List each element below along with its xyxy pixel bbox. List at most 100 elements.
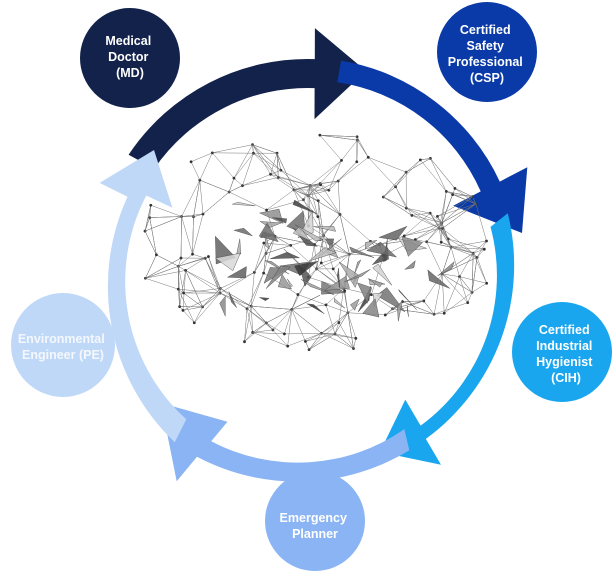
mesh-line [316, 253, 350, 270]
mesh-line [385, 300, 424, 316]
mesh-line [244, 308, 248, 342]
mesh-line [182, 292, 221, 311]
mesh-node [453, 187, 457, 190]
mesh-line [246, 308, 274, 331]
mesh-line [415, 239, 452, 248]
hand-facet [265, 265, 291, 289]
mesh-line [450, 247, 460, 277]
mesh-line [144, 217, 150, 232]
mesh-node [439, 240, 443, 244]
mesh-node [485, 281, 489, 285]
hand-facet [291, 294, 321, 310]
mesh-line [459, 276, 487, 284]
mesh-line [353, 338, 357, 349]
mesh-line [395, 159, 421, 187]
mesh-line [368, 157, 407, 173]
mesh-node [289, 243, 293, 247]
mesh-line [307, 244, 315, 278]
mesh-line [452, 194, 473, 197]
mesh-line [263, 236, 276, 274]
mesh-line [193, 213, 204, 218]
mesh-line [309, 185, 319, 217]
mesh-line [319, 134, 358, 141]
mesh-line [415, 222, 442, 240]
mesh-line [242, 169, 281, 186]
mesh-line [266, 189, 294, 211]
mesh-line [253, 152, 282, 171]
mesh-line [452, 194, 476, 205]
mesh-line [476, 249, 485, 258]
mesh-line [149, 205, 152, 218]
mesh-line [471, 283, 487, 293]
mesh-line [404, 222, 442, 237]
mesh-line [192, 216, 194, 255]
hand-facet [364, 240, 378, 250]
hand-facet [287, 278, 293, 287]
mesh-line [252, 322, 267, 333]
mesh-node [451, 193, 455, 196]
hand-facet [376, 287, 406, 313]
mesh-node [402, 234, 406, 238]
mesh-line [192, 253, 206, 259]
hand-facet [378, 225, 408, 241]
mesh-line [308, 333, 322, 350]
mesh-line [182, 306, 203, 311]
mesh-node [383, 313, 387, 317]
hand-facet [226, 266, 247, 279]
hand-facet [292, 226, 311, 242]
mesh-node [485, 239, 488, 243]
mesh-line [338, 312, 349, 323]
mesh-line [276, 153, 279, 178]
mesh-line [233, 144, 253, 179]
mesh-line [252, 144, 279, 178]
mesh-line [212, 144, 253, 154]
mesh-line [337, 180, 341, 215]
mesh-node [243, 340, 246, 344]
mesh-node [340, 158, 343, 162]
node-label-csp: Certified Safety Professional (CSP) [448, 23, 527, 85]
mesh-line [250, 272, 255, 307]
mesh-line [383, 196, 407, 209]
mesh-node [262, 271, 266, 275]
mesh-line [229, 185, 243, 193]
mesh-node [337, 321, 341, 324]
mesh-line [448, 238, 474, 254]
mesh-line [473, 248, 485, 254]
mesh-line [347, 312, 354, 349]
mesh-line [426, 228, 440, 242]
mesh-line [183, 288, 221, 294]
mesh-line [357, 140, 369, 158]
mesh-line [383, 171, 407, 198]
mesh-line [193, 180, 201, 217]
mesh-node [343, 289, 347, 293]
hand-facet [353, 259, 362, 276]
mesh-line [339, 214, 350, 255]
hand-facet [294, 224, 324, 242]
mesh-line [321, 322, 339, 334]
mesh-line [430, 158, 456, 189]
hand-facet [437, 260, 455, 276]
arrow-cih-to-planner [380, 213, 515, 465]
mesh-line [202, 292, 221, 308]
mesh-line [252, 144, 271, 175]
hand-facet [300, 279, 335, 295]
mesh-line [178, 257, 182, 267]
mesh-node [262, 241, 266, 245]
hand-facet [362, 298, 380, 318]
mesh-line [291, 304, 327, 310]
mesh-line [278, 177, 309, 196]
mesh-line [284, 309, 293, 335]
node-circle-md [80, 8, 180, 108]
mesh-line [321, 312, 349, 334]
mesh-line [144, 216, 182, 232]
mesh-line [191, 152, 213, 162]
hand-facet [336, 268, 340, 289]
mesh-line [442, 273, 460, 277]
hand-facet [334, 297, 346, 309]
mesh-line [291, 309, 306, 342]
mesh-line [270, 153, 278, 175]
mesh-line [250, 272, 264, 307]
mesh-line [334, 322, 340, 334]
mesh-line [252, 144, 254, 154]
mesh-line [270, 174, 294, 191]
